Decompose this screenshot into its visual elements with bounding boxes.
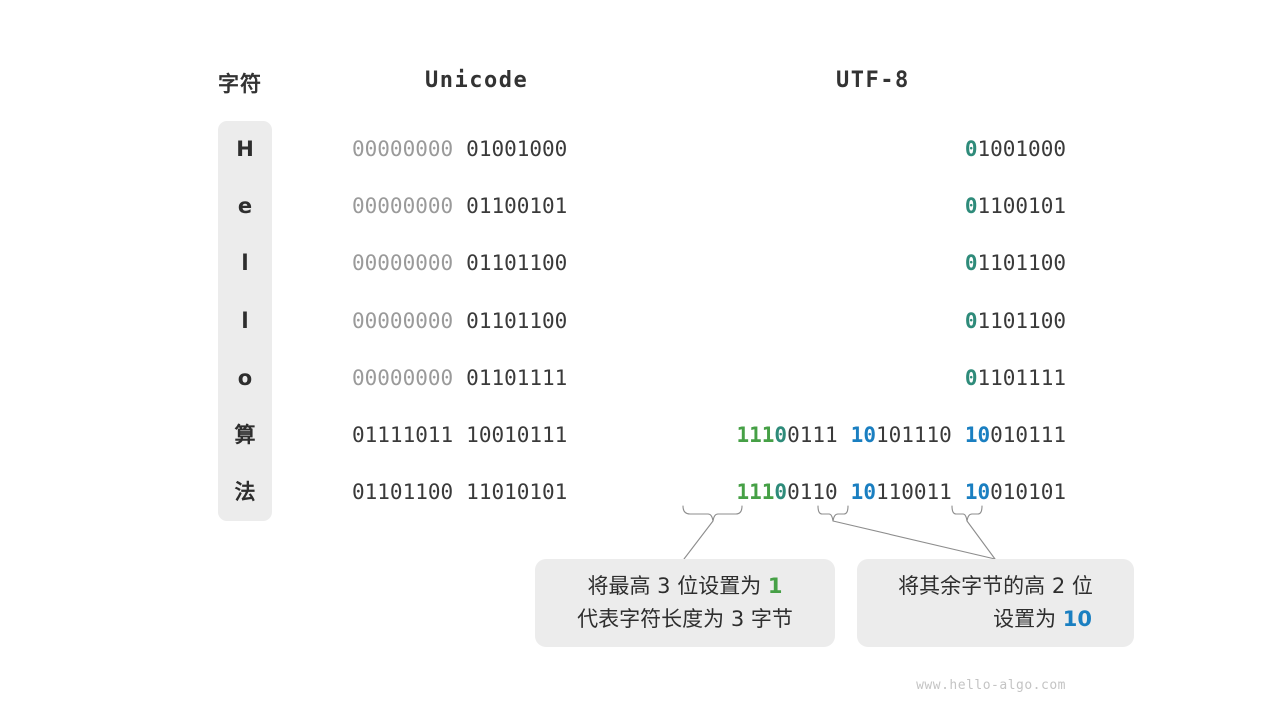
unicode-low-byte: 01101111	[466, 365, 568, 390]
character-cell: o	[237, 365, 253, 390]
character-cell: e	[237, 194, 253, 219]
utf8-byte-payload: 0111	[787, 423, 838, 447]
character-cell: l	[241, 251, 249, 276]
unicode-cell: 01111011 10010111	[352, 422, 567, 448]
leader-line-callout-1	[683, 520, 714, 560]
utf8-byte-marker: 10	[850, 480, 876, 505]
utf8-byte-marker: 0	[964, 308, 978, 333]
utf8-byte-payload: 110011	[875, 480, 952, 505]
utf8-byte: 10010111	[965, 423, 1066, 447]
utf8-byte-marker: 111	[736, 480, 775, 505]
brace-third-byte	[951, 505, 983, 522]
unicode-high-byte: 00000000	[352, 137, 454, 161]
unicode-low-byte: 10010111	[466, 423, 568, 447]
unicode-high-byte: 00000000	[352, 194, 454, 219]
callout-1-highlight: 1	[767, 574, 783, 598]
utf8-byte-marker: 111	[736, 423, 775, 447]
column-header-utf8: UTF-8	[836, 68, 910, 93]
watermark: www.hello-algo.com	[916, 678, 1066, 693]
leader-line-callout-2b	[966, 520, 996, 560]
character-column-panel	[218, 121, 272, 521]
utf8-byte-marker-tail: 0	[774, 480, 788, 505]
utf8-cell: 01001000	[0, 136, 1066, 162]
utf8-byte-payload: 1101100	[977, 308, 1066, 333]
unicode-high-byte: 00000000	[352, 365, 454, 390]
callout-2-line-2: 设置为 10	[873, 603, 1118, 636]
utf8-byte-marker: 0	[964, 137, 978, 161]
unicode-low-byte: 01101100	[466, 251, 568, 276]
utf8-byte-payload: 010111	[990, 423, 1066, 447]
unicode-high-byte: 01111011	[352, 423, 454, 447]
unicode-high-byte: 00000000	[352, 308, 454, 333]
unicode-high-byte: 00000000	[352, 251, 454, 276]
utf8-cell: 01101100	[0, 308, 1066, 334]
unicode-cell: 00000000 01101111	[352, 365, 567, 391]
utf8-byte-payload: 101110	[875, 423, 952, 447]
utf8-byte-marker: 0	[964, 365, 978, 390]
utf8-byte: 01101100	[965, 309, 1066, 333]
character-cell: 算	[234, 423, 256, 447]
utf8-byte-marker: 10	[964, 480, 991, 505]
character-cell: 法	[234, 480, 256, 505]
utf8-byte-marker: 10	[964, 423, 991, 447]
callout-continuation-bytes: 将其余字节的高 2 位 设置为 10	[857, 559, 1134, 647]
utf8-byte: 10110011	[851, 480, 952, 504]
utf8-byte: 01101100	[965, 251, 1066, 275]
brace-second-byte	[817, 505, 849, 522]
brace-first-byte	[682, 505, 743, 522]
callout-1-line-1-text: 将最高 3 位设置为	[587, 574, 768, 598]
utf8-byte: 11100110	[736, 480, 837, 504]
unicode-low-byte: 01100101	[466, 194, 568, 219]
utf8-byte: 11100111	[736, 423, 837, 447]
utf8-byte-marker: 0	[964, 251, 978, 276]
utf8-byte-payload: 0110	[787, 480, 838, 505]
unicode-low-byte: 11010101	[466, 480, 568, 505]
unicode-cell: 01101100 11010101	[352, 479, 567, 505]
callout-1-line-2: 代表字符长度为 3 字节	[577, 607, 793, 631]
callout-first-byte: 将最高 3 位设置为 1 代表字符长度为 3 字节	[535, 559, 835, 647]
utf8-byte-payload: 010101	[990, 480, 1066, 505]
unicode-cell: 00000000 01101100	[352, 250, 567, 276]
character-cell: H	[236, 137, 254, 161]
utf8-byte-marker: 10	[850, 423, 876, 447]
unicode-low-byte: 01001000	[466, 137, 568, 161]
unicode-cell: 00000000 01101100	[352, 308, 567, 334]
utf8-byte: 01101111	[965, 366, 1066, 390]
utf8-byte: 01001000	[965, 137, 1066, 161]
column-header-unicode: Unicode	[425, 68, 529, 93]
column-header-character: 字符	[218, 72, 262, 96]
utf8-byte-marker: 0	[964, 194, 978, 219]
utf8-byte: 10010101	[965, 480, 1066, 504]
utf8-byte-marker-tail: 0	[774, 423, 788, 447]
callout-2-line-1: 将其余字节的高 2 位	[898, 574, 1093, 598]
unicode-cell: 00000000 01001000	[352, 136, 567, 162]
callout-1-line-1: 将最高 3 位设置为 1	[551, 570, 819, 603]
leader-line-callout-2a	[832, 520, 996, 560]
utf8-cell: 01101100	[0, 250, 1066, 276]
callout-2-highlight: 10	[1062, 607, 1092, 631]
character-cell: l	[241, 308, 249, 333]
utf8-byte-payload: 1101111	[977, 365, 1066, 390]
utf8-byte-payload: 1001000	[977, 137, 1066, 161]
utf8-byte-payload: 1101100	[977, 251, 1066, 276]
callout-2-line-2-text: 设置为	[993, 607, 1063, 631]
utf8-cell: 01100101	[0, 193, 1066, 219]
unicode-high-byte: 01101100	[352, 480, 454, 505]
utf8-byte-payload: 1100101	[977, 194, 1066, 219]
unicode-cell: 00000000 01100101	[352, 193, 567, 219]
utf8-byte: 10101110	[851, 423, 952, 447]
utf8-cell: 01101111	[0, 365, 1066, 391]
unicode-low-byte: 01101100	[466, 308, 568, 333]
utf8-byte: 01100101	[965, 194, 1066, 218]
